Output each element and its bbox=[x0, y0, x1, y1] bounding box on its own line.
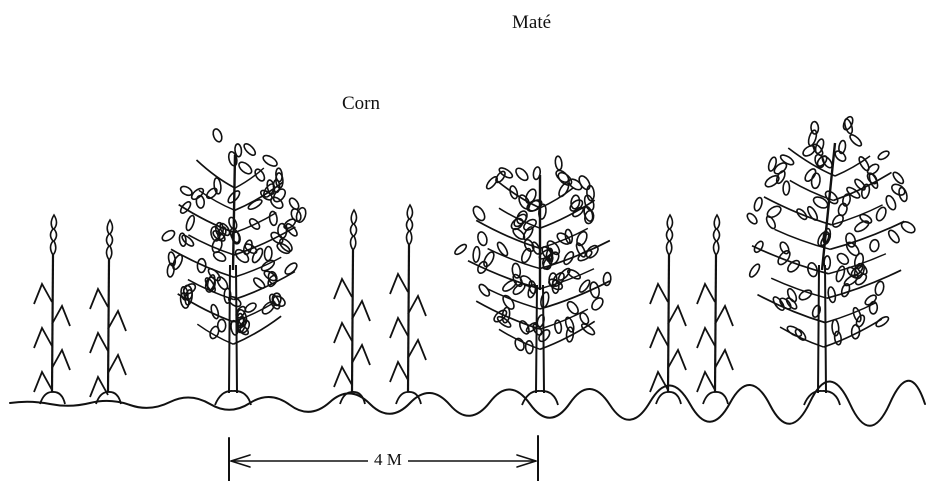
spacing-label: 4 M bbox=[368, 450, 408, 470]
ground-line bbox=[10, 381, 925, 426]
corn-plant bbox=[90, 220, 126, 404]
mate-label: Maté bbox=[512, 12, 551, 34]
corn-plant bbox=[334, 210, 370, 404]
corn-plant bbox=[390, 205, 426, 404]
mate-tree bbox=[453, 156, 611, 405]
corn-plant bbox=[650, 215, 686, 404]
mate-tree bbox=[745, 115, 916, 405]
corn-plant bbox=[34, 215, 70, 404]
corn-plant bbox=[697, 215, 733, 404]
mate-tree bbox=[160, 128, 307, 405]
plants-layer bbox=[34, 115, 917, 405]
corn-label: Corn bbox=[342, 93, 380, 115]
